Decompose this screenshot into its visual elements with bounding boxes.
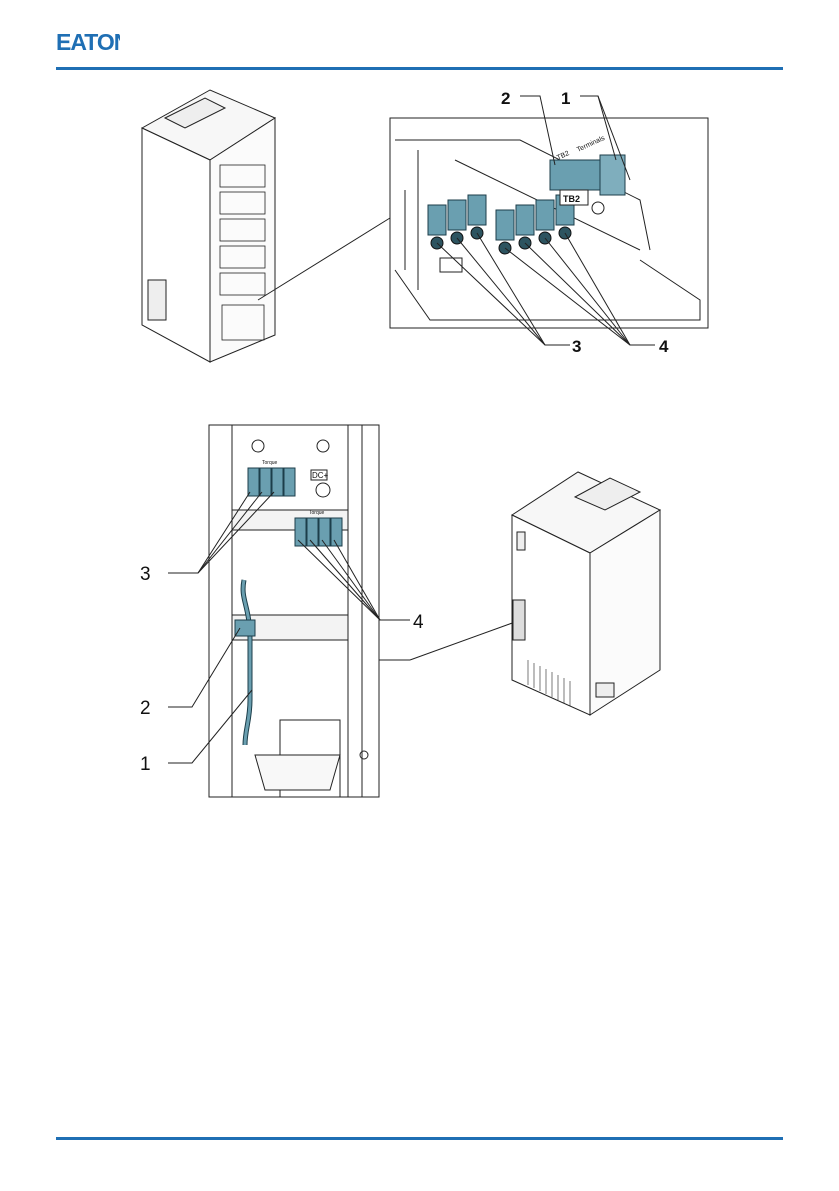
bottom-label-dc: DC+ (312, 471, 329, 480)
bottom-label-torque-a: Torque (262, 460, 278, 466)
bottom-callout-4: 4 (413, 612, 424, 633)
bottom-callout-3: 3 (140, 564, 151, 585)
bottom-detail-drawing (168, 425, 515, 797)
bottom-label-torque-b: Torque (309, 510, 325, 516)
bottom-figure: 3 4 2 1 DC+ Torque Torque (0, 0, 839, 820)
bottom-callout-1: 1 (140, 754, 151, 775)
bottom-callout-2: 2 (140, 698, 151, 719)
bottom-cabinet-drawing (512, 472, 660, 715)
footer-rule (56, 1137, 783, 1140)
